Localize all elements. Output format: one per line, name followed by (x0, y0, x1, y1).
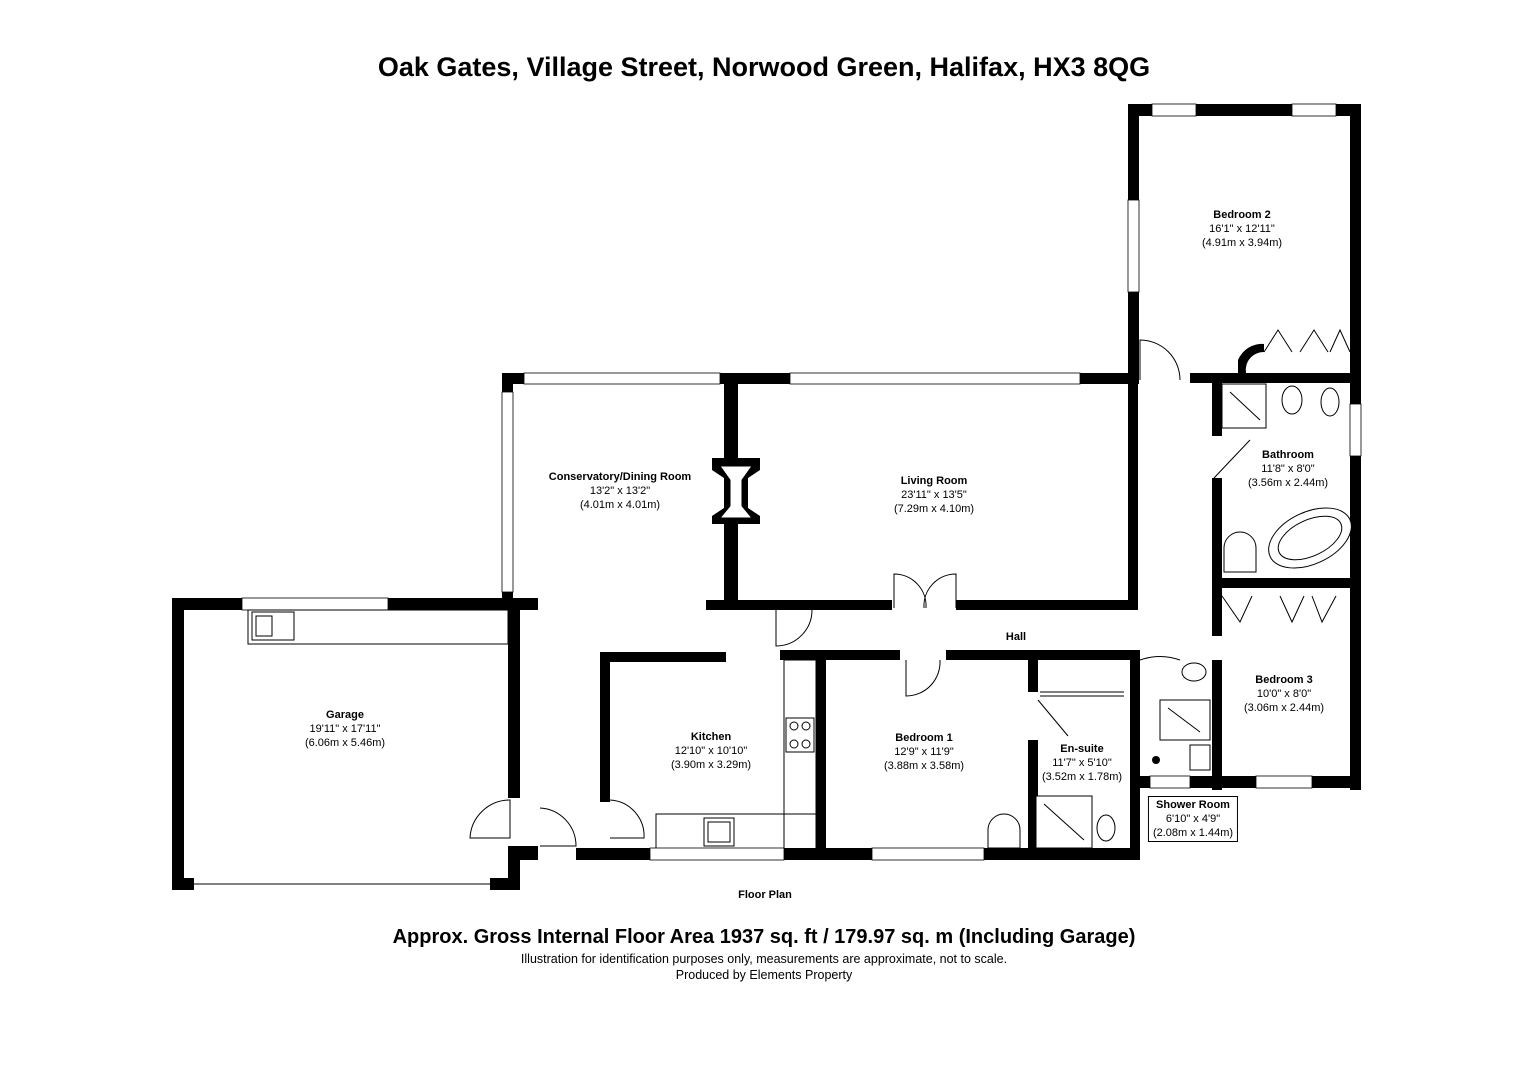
kitchen-walls (600, 652, 817, 851)
room-size-imperial: 10'0" x 8'0" (1256, 688, 1312, 700)
room-size-metric: (3.90m x 3.29m) (670, 759, 752, 771)
garage-walls (172, 597, 538, 890)
room-size-imperial: 11'7" x 5'10" (1052, 757, 1112, 769)
room-size-imperial: 23'11" x 13'5" (901, 489, 967, 501)
hall-label: Hall (1006, 630, 1026, 644)
credit: Produced by Elements Property (675, 968, 853, 982)
room-size-imperial: 19'11" x 17'11" (309, 723, 381, 735)
room-living-room: Living Room 23'11" x 13'5" (7.29m x 4.10… (894, 474, 974, 516)
room-en-suite: En-suite 11'7" x 5'10" (3.52m x 1.78m) (1042, 742, 1122, 784)
room-conservatory: Conservatory/Dining Room 13'2" x 13'2" (… (549, 470, 691, 512)
room-name: Living Room (900, 475, 968, 487)
floor-plan-label-text: Floor Plan (738, 889, 792, 901)
floor-plan-label: Floor Plan (738, 888, 792, 902)
room-size-metric: (3.52m x 1.78m) (1041, 771, 1123, 783)
room-kitchen: Kitchen 12'10" x 10'10" (3.90m x 3.29m) (671, 730, 751, 772)
room-name: Bedroom 1 (895, 732, 953, 744)
conservatory-walls (501, 372, 1138, 608)
room-size-metric: (4.91m x 3.94m) (1201, 237, 1283, 249)
living-room-walls (706, 380, 1138, 610)
bedroom-1-walls (816, 650, 1124, 860)
room-name: Bathroom (1262, 449, 1314, 461)
bedroom-2-walls (1127, 103, 1361, 384)
room-size-metric: (3.06m x 2.44m) (1243, 702, 1325, 714)
room-size-metric: (3.56m x 2.44m) (1247, 477, 1329, 489)
room-size-metric: (4.01m x 4.01m) (579, 499, 661, 511)
room-size-metric: (6.06m x 5.46m) (304, 737, 386, 749)
room-name: Conservatory/Dining Room (548, 471, 692, 483)
bathroom-walls (1212, 380, 1362, 790)
room-size-imperial: 16'1" x 12'11" (1209, 223, 1275, 235)
room-name: Bedroom 2 (1213, 209, 1271, 221)
bottom-wall (469, 799, 1140, 861)
disclaimer: Illustration for identification purposes… (520, 952, 1008, 966)
room-name: Bedroom 3 (1255, 674, 1313, 686)
room-bedroom-3: Bedroom 3 10'0" x 8'0" (3.06m x 2.44m) (1244, 673, 1324, 715)
wardrobe (1238, 328, 1351, 373)
room-size-imperial: 12'9" x 11'9" (894, 746, 954, 758)
page-title: Oak Gates, Village Street, Norwood Green… (377, 52, 1151, 82)
room-size-imperial: 12'10" x 10'10" (674, 745, 748, 757)
room-size-imperial: 13'2" x 13'2" (589, 485, 651, 497)
hall-walls (775, 609, 1132, 697)
hall-label-text: Hall (1005, 631, 1027, 643)
room-garage: Garage 19'11" x 17'11" (6.06m x 5.46m) (305, 708, 385, 750)
room-size-metric: (2.08m x 1.44m) (1152, 827, 1234, 839)
room-size-metric: (7.29m x 4.10m) (893, 503, 975, 515)
room-bedroom-1: Bedroom 1 12'9" x 11'9" (3.88m x 3.58m) (884, 731, 964, 773)
room-name: En-suite (1060, 743, 1104, 755)
bedroom-3-walls (1130, 595, 1360, 858)
room-bedroom-2: Bedroom 2 16'1" x 12'11" (4.91m x 3.94m) (1202, 208, 1282, 250)
room-size-metric: (3.88m x 3.58m) (883, 760, 965, 772)
room-shower-room: Shower Room 6'10" x 4'9" (2.08m x 1.44m) (1147, 796, 1239, 842)
room-bathroom: Bathroom 11'8" x 8'0" (3.56m x 2.44m) (1248, 448, 1328, 490)
floor-area-summary: Approx. Gross Internal Floor Area 1937 s… (392, 926, 1136, 948)
room-size-imperial: 11'8" x 8'0" (1261, 463, 1315, 475)
room-size-imperial: 6'10" x 4'9" (1165, 813, 1221, 825)
room-name: Garage (326, 709, 364, 721)
room-name: Shower Room (1156, 799, 1230, 811)
room-name: Kitchen (690, 731, 732, 743)
